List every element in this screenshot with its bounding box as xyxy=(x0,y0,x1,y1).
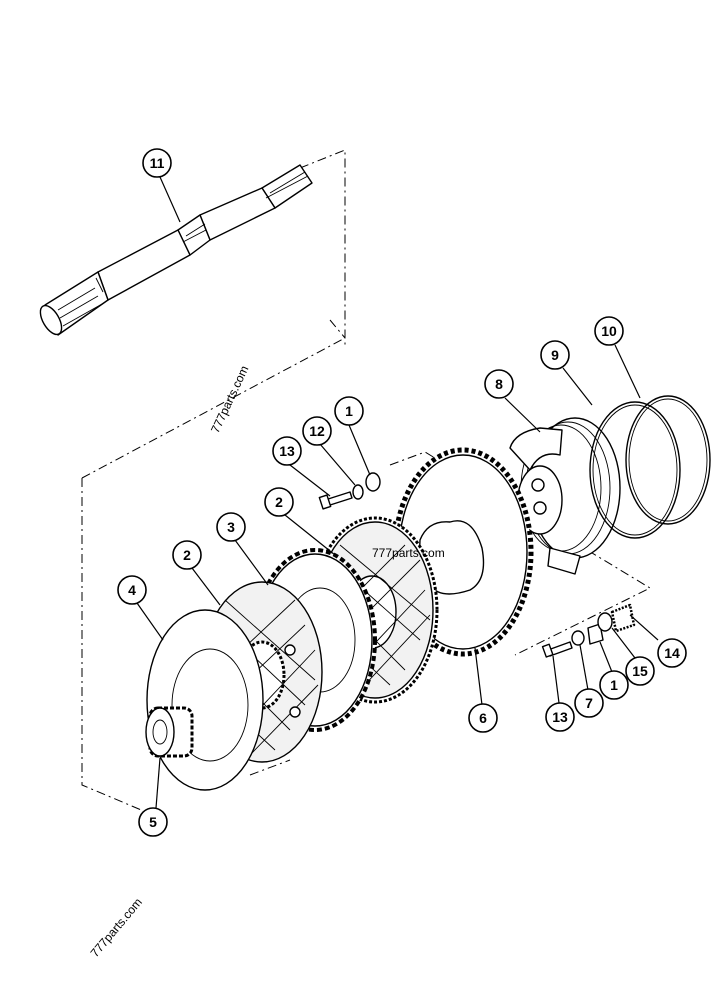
svg-text:13: 13 xyxy=(552,709,568,725)
svg-text:4: 4 xyxy=(128,582,136,598)
svg-text:2: 2 xyxy=(275,494,283,510)
callout-3: 3 xyxy=(216,512,246,542)
shaft xyxy=(39,164,313,336)
callout-12: 12 xyxy=(302,416,332,446)
svg-text:10: 10 xyxy=(601,323,617,339)
lower-fasteners xyxy=(541,603,636,658)
splined-hub xyxy=(145,706,194,758)
callout-9: 9 xyxy=(540,340,570,370)
assembly-lines xyxy=(81,149,652,821)
svg-text:13: 13 xyxy=(279,443,295,459)
svg-text:3: 3 xyxy=(227,519,235,535)
svg-text:11: 11 xyxy=(150,155,165,171)
upper-fasteners xyxy=(318,472,381,510)
svg-text:9: 9 xyxy=(551,347,559,363)
seal-rings xyxy=(589,395,711,539)
svg-text:2: 2 xyxy=(183,547,191,563)
callout-15: 15 xyxy=(625,656,655,686)
watermark-bottom: 777parts.com xyxy=(88,895,145,960)
end-plate xyxy=(146,609,264,791)
svg-text:1: 1 xyxy=(610,677,618,693)
watermark-middle: 777parts.com xyxy=(372,546,445,560)
callout-2-upper: 2 xyxy=(264,487,294,517)
svg-text:14: 14 xyxy=(664,645,680,661)
callout-10: 10 xyxy=(594,316,624,346)
svg-text:5: 5 xyxy=(149,814,157,830)
svg-text:12: 12 xyxy=(309,423,325,439)
svg-text:7: 7 xyxy=(585,695,593,711)
watermark-top: 777parts.com xyxy=(208,363,251,435)
callout-2-lower: 2 xyxy=(172,540,202,570)
callout-14: 14 xyxy=(657,638,687,668)
callout-1-upper: 1 xyxy=(334,396,364,426)
callout-13-lower: 13 xyxy=(545,702,575,732)
svg-text:8: 8 xyxy=(495,376,503,392)
callout-5: 5 xyxy=(138,807,168,837)
callout-4: 4 xyxy=(117,575,147,605)
callout-11: 11 xyxy=(142,148,172,178)
callout-13-upper: 13 xyxy=(272,436,302,466)
leader-lines xyxy=(136,176,659,809)
callout-6: 6 xyxy=(468,703,498,733)
callout-8: 8 xyxy=(484,369,514,399)
callout-7: 7 xyxy=(574,688,604,718)
callout-1-lower: 1 xyxy=(599,670,629,700)
svg-text:6: 6 xyxy=(479,710,487,726)
svg-text:15: 15 xyxy=(632,663,648,679)
svg-text:1: 1 xyxy=(345,403,353,419)
clutch-sleeve xyxy=(509,417,621,575)
